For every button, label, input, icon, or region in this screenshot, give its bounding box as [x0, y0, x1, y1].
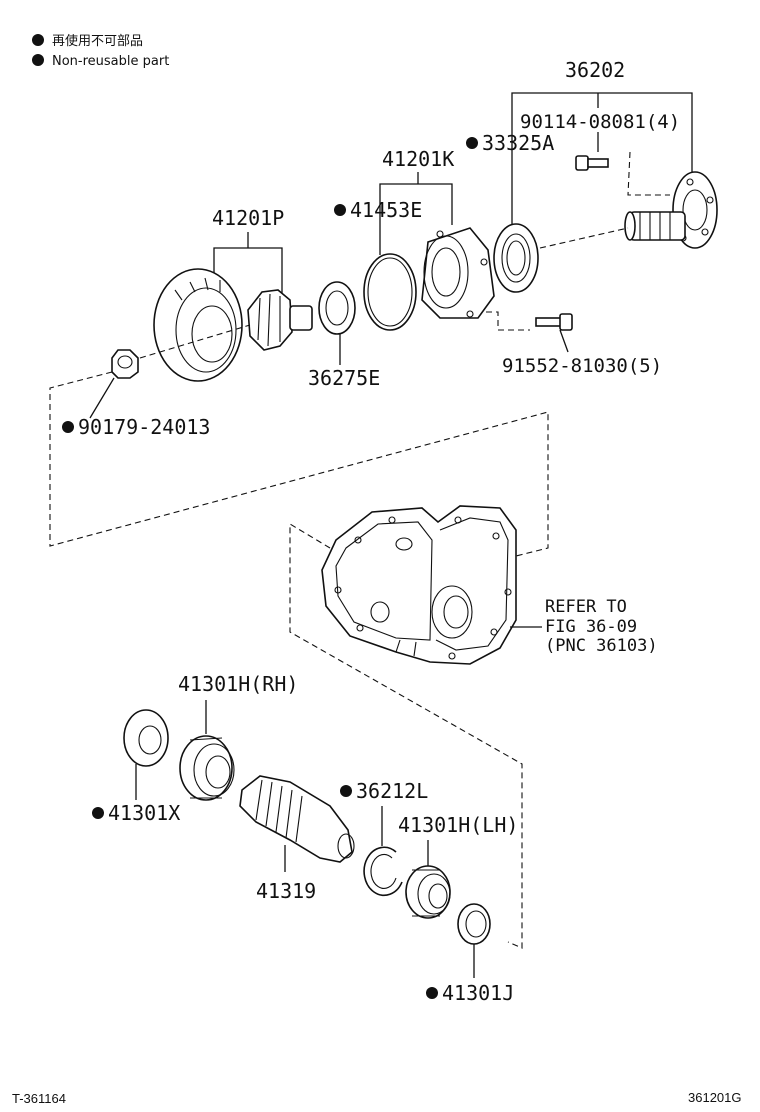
refer-fig-label: FIG 36-09 — [545, 617, 637, 637]
refer-to-label: REFER TO — [545, 597, 627, 617]
label-36275E: 36275E — [308, 366, 380, 390]
legend-bullet — [32, 34, 44, 46]
figure-code-right: 361201G — [688, 1090, 742, 1105]
output-shaft-41319 — [239, 775, 355, 863]
bolt-90114 — [575, 155, 609, 171]
label-41301H-LH: 41301H(LH) — [398, 813, 518, 837]
snap-ring-36212L — [363, 846, 403, 897]
label-33325A: 33325A — [482, 131, 554, 155]
o-ring-41453E — [363, 253, 417, 331]
non-reusable-marker — [340, 785, 352, 797]
non-reusable-marker — [466, 137, 478, 149]
label-41201K: 41201K — [382, 147, 454, 171]
bolt-91552 — [535, 313, 573, 331]
label-36202: 36202 — [565, 58, 625, 82]
label-41453E: 41453E — [350, 198, 422, 222]
shim-36275E — [318, 281, 356, 335]
ring-gear-41201P — [153, 268, 243, 382]
shim-41301X — [123, 709, 169, 767]
bearing-41301H-RH — [179, 735, 235, 801]
transfer-case-housing — [321, 505, 517, 665]
non-reusable-marker — [426, 987, 438, 999]
flange-36202 — [624, 171, 718, 249]
bearing-retainer-41201K — [421, 227, 495, 319]
legend-non-reusable: Non-reusable part — [52, 54, 169, 69]
label-90179-24013: 90179-24013 — [78, 415, 210, 439]
legend-bullet — [32, 54, 44, 66]
shim-41301J — [457, 903, 491, 945]
non-reusable-marker — [62, 421, 74, 433]
label-41301J: 41301J — [442, 981, 514, 1005]
label-90114-08081: 90114-08081(4) — [520, 111, 680, 133]
label-41201P: 41201P — [212, 206, 284, 230]
label-41301H-RH: 41301H(RH) — [178, 672, 298, 696]
label-41319: 41319 — [256, 879, 316, 903]
non-reusable-marker — [334, 204, 346, 216]
refer-pnc-label: (PNC 36103) — [545, 636, 658, 656]
drive-pinion-41201P — [247, 289, 313, 351]
figure-code-left: T-361164 — [12, 1091, 66, 1106]
legend-japanese: 再使用不可部品 — [52, 33, 143, 49]
label-36212L: 36212L — [356, 779, 428, 803]
bearing-41301H-LH — [405, 865, 451, 919]
label-41301X: 41301X — [108, 801, 180, 825]
oil-seal-33325A — [493, 223, 539, 293]
nut-90179 — [111, 349, 139, 379]
label-91552-81030: 91552-81030(5) — [502, 355, 662, 377]
non-reusable-marker — [92, 807, 104, 819]
